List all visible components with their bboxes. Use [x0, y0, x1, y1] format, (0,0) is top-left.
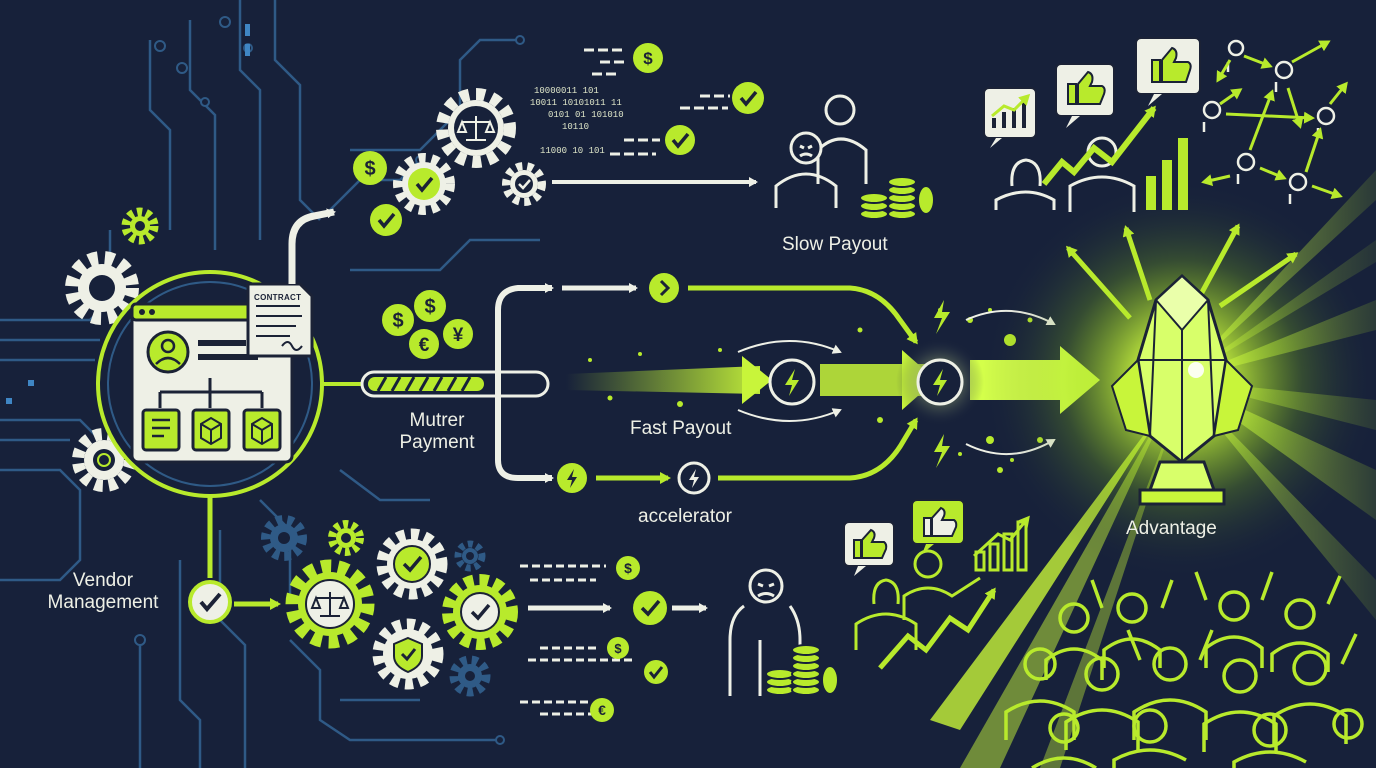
binary-row: 10000011 101	[534, 86, 599, 96]
thumbs-up-icon	[911, 499, 965, 554]
check-icon	[665, 125, 695, 155]
gear-icon	[65, 251, 139, 325]
lightning-icon	[934, 300, 950, 468]
trend-arrow	[972, 515, 1030, 558]
check-icon	[633, 591, 667, 625]
trend-arrow	[1041, 105, 1157, 186]
lightning-icon	[677, 461, 711, 495]
dollar-icon: $	[353, 151, 387, 185]
fast-payout-label: Fast Payout	[630, 418, 732, 439]
lightning-icon	[916, 358, 964, 406]
circuit-squares	[6, 24, 250, 404]
document-icon	[141, 408, 181, 452]
svg-text:$: $	[624, 560, 632, 576]
speed-lines	[584, 48, 730, 156]
flow-arrow	[688, 285, 919, 345]
gear-icon	[261, 515, 307, 561]
swirl-arrow	[737, 408, 842, 422]
crowd-icon	[1004, 571, 1364, 768]
svg-text:€: €	[419, 335, 430, 356]
flow-arrow	[718, 417, 919, 481]
gear-icon	[454, 540, 486, 572]
box-icon	[191, 408, 231, 452]
chevron-right-icon	[649, 273, 679, 303]
gear-icon	[121, 207, 159, 245]
vendor-management-label: Vendor Management	[47, 570, 159, 613]
scale-gear-icon	[285, 559, 375, 649]
euro-icon: €	[590, 698, 614, 722]
flow-arrow	[495, 384, 554, 483]
contract-label: CONTRACT	[254, 293, 302, 302]
check-gear-icon	[502, 162, 546, 206]
progress-bar	[360, 370, 550, 398]
thumbs-up-icon	[843, 521, 895, 576]
flow-arrow	[288, 208, 336, 284]
binary-row: 10110	[562, 122, 590, 132]
check-icon	[732, 82, 764, 114]
box-icon	[242, 408, 282, 452]
check-gear-icon	[376, 528, 448, 600]
shield-gear-icon	[372, 618, 444, 690]
speed-lines	[520, 564, 636, 716]
coin-stack-icon	[765, 644, 839, 696]
gear-icon	[449, 655, 491, 697]
coin-stack-icon	[859, 176, 935, 220]
person-icon	[146, 330, 190, 374]
flow-arrow	[495, 283, 554, 384]
crystal-trophy-icon	[1110, 273, 1254, 506]
glow-arrows	[1066, 223, 1299, 320]
accelerator-label: accelerator	[638, 506, 732, 527]
binary-row: 10011 10101011 11	[530, 98, 622, 108]
dollar-icon: $	[616, 556, 640, 580]
trend-arrow	[878, 587, 997, 670]
binary-row: 11000 10 101	[540, 146, 605, 156]
gear-icon	[328, 520, 364, 556]
svg-text:¥: ¥	[453, 325, 464, 346]
slow-payout-label: Slow Payout	[782, 234, 888, 255]
svg-text:€: €	[598, 702, 606, 718]
scale-gear-icon	[436, 88, 516, 168]
svg-text:$: $	[364, 158, 375, 180]
check-icon	[188, 580, 232, 624]
scale-icon	[456, 116, 496, 141]
yen-icon: ¥	[441, 317, 475, 351]
sad-person-icon	[728, 568, 802, 696]
dollar-icon: $	[412, 288, 448, 324]
currency-coins: $ $ ¥ €	[380, 288, 475, 361]
check-icon	[370, 204, 402, 236]
trend-chart-icon	[983, 87, 1037, 148]
lightning-icon	[557, 463, 587, 493]
svg-text:$: $	[392, 310, 403, 332]
thumbs-up-icon	[1135, 37, 1201, 106]
swirl-arrow	[737, 340, 842, 354]
svg-text:$: $	[424, 296, 435, 318]
lightning-icon	[768, 358, 816, 406]
sad-person-icon	[774, 94, 868, 208]
vendor-hub	[96, 270, 324, 498]
svg-text:$: $	[614, 641, 622, 656]
dollar-icon: $	[380, 302, 416, 338]
thumbs-up-icon	[1055, 63, 1115, 128]
binary-row: 0101 01 101010	[548, 110, 624, 120]
dollar-icon: $	[607, 637, 629, 659]
check-gear-icon	[442, 574, 518, 650]
svg-text:$: $	[643, 49, 653, 68]
dollar-icon: $	[633, 43, 663, 73]
scale-icon	[310, 592, 350, 617]
people-group-icon	[854, 549, 981, 650]
bar-chart-icon	[1146, 138, 1188, 210]
advantage-label: Advantage	[1126, 518, 1217, 539]
payment-label: Mutrer Payment	[399, 410, 475, 453]
shield-icon	[393, 636, 423, 674]
euro-icon: €	[407, 327, 441, 361]
check-gear-icon	[393, 153, 455, 215]
check-icon	[644, 660, 668, 684]
network-icon	[1202, 39, 1336, 204]
network-arrows	[1201, 40, 1348, 199]
